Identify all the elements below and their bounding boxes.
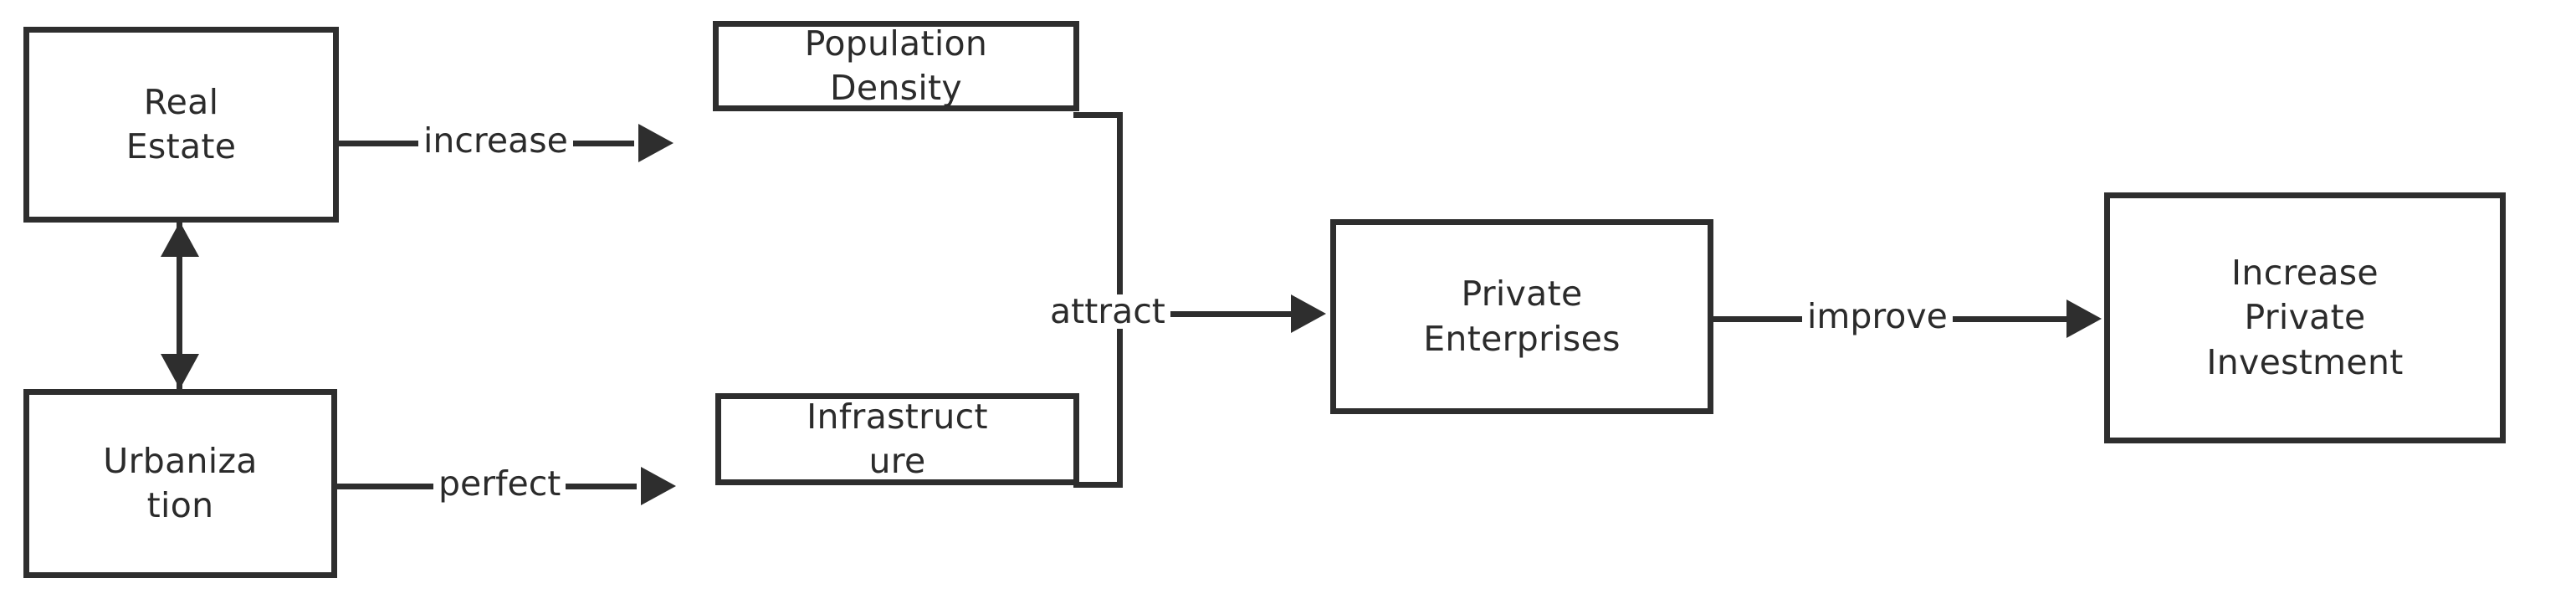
- arrowhead-down-urbanization: [161, 354, 199, 389]
- node-label-increase-private-investment: Increase Private Investment: [2206, 253, 2404, 382]
- node-urbanization[interactable]: Urbaniza tion: [23, 389, 337, 578]
- node-label-real-estate: Real Estate: [125, 81, 237, 166]
- edge-label-perfect: perfect: [433, 467, 566, 501]
- node-private-enterprises[interactable]: Private Enterprises: [1330, 219, 1713, 414]
- edge-line-infrastructure-merge: [1073, 482, 1123, 488]
- node-label-population-density: Population Density: [804, 23, 988, 108]
- edge-label-improve: improve: [1802, 300, 1953, 334]
- node-infrastructure[interactable]: Infrastruct ure: [715, 393, 1079, 485]
- node-label-private-enterprises: Private Enterprises: [1423, 274, 1621, 359]
- edge-label-attract: attract: [1045, 294, 1170, 329]
- edge-label-increase: increase: [418, 124, 573, 158]
- edge-line-attract: [1117, 311, 1296, 317]
- node-real-estate[interactable]: Real Estate: [23, 27, 339, 223]
- node-increase-private-investment[interactable]: Increase Private Investment: [2104, 192, 2506, 443]
- node-label-urbanization: Urbaniza tion: [103, 440, 258, 525]
- edge-line-real-estate-urbanization: [177, 222, 182, 389]
- arrowhead-increase: [638, 124, 673, 162]
- arrowhead-attract: [1291, 294, 1326, 333]
- arrowhead-up-real-estate: [161, 222, 199, 257]
- node-population-density[interactable]: Population Density: [713, 21, 1079, 111]
- arrowhead-improve: [2066, 300, 2102, 338]
- node-label-infrastructure: Infrastruct ure: [807, 396, 988, 481]
- edge-line-density-merge: [1073, 112, 1123, 118]
- arrowhead-perfect: [641, 467, 676, 505]
